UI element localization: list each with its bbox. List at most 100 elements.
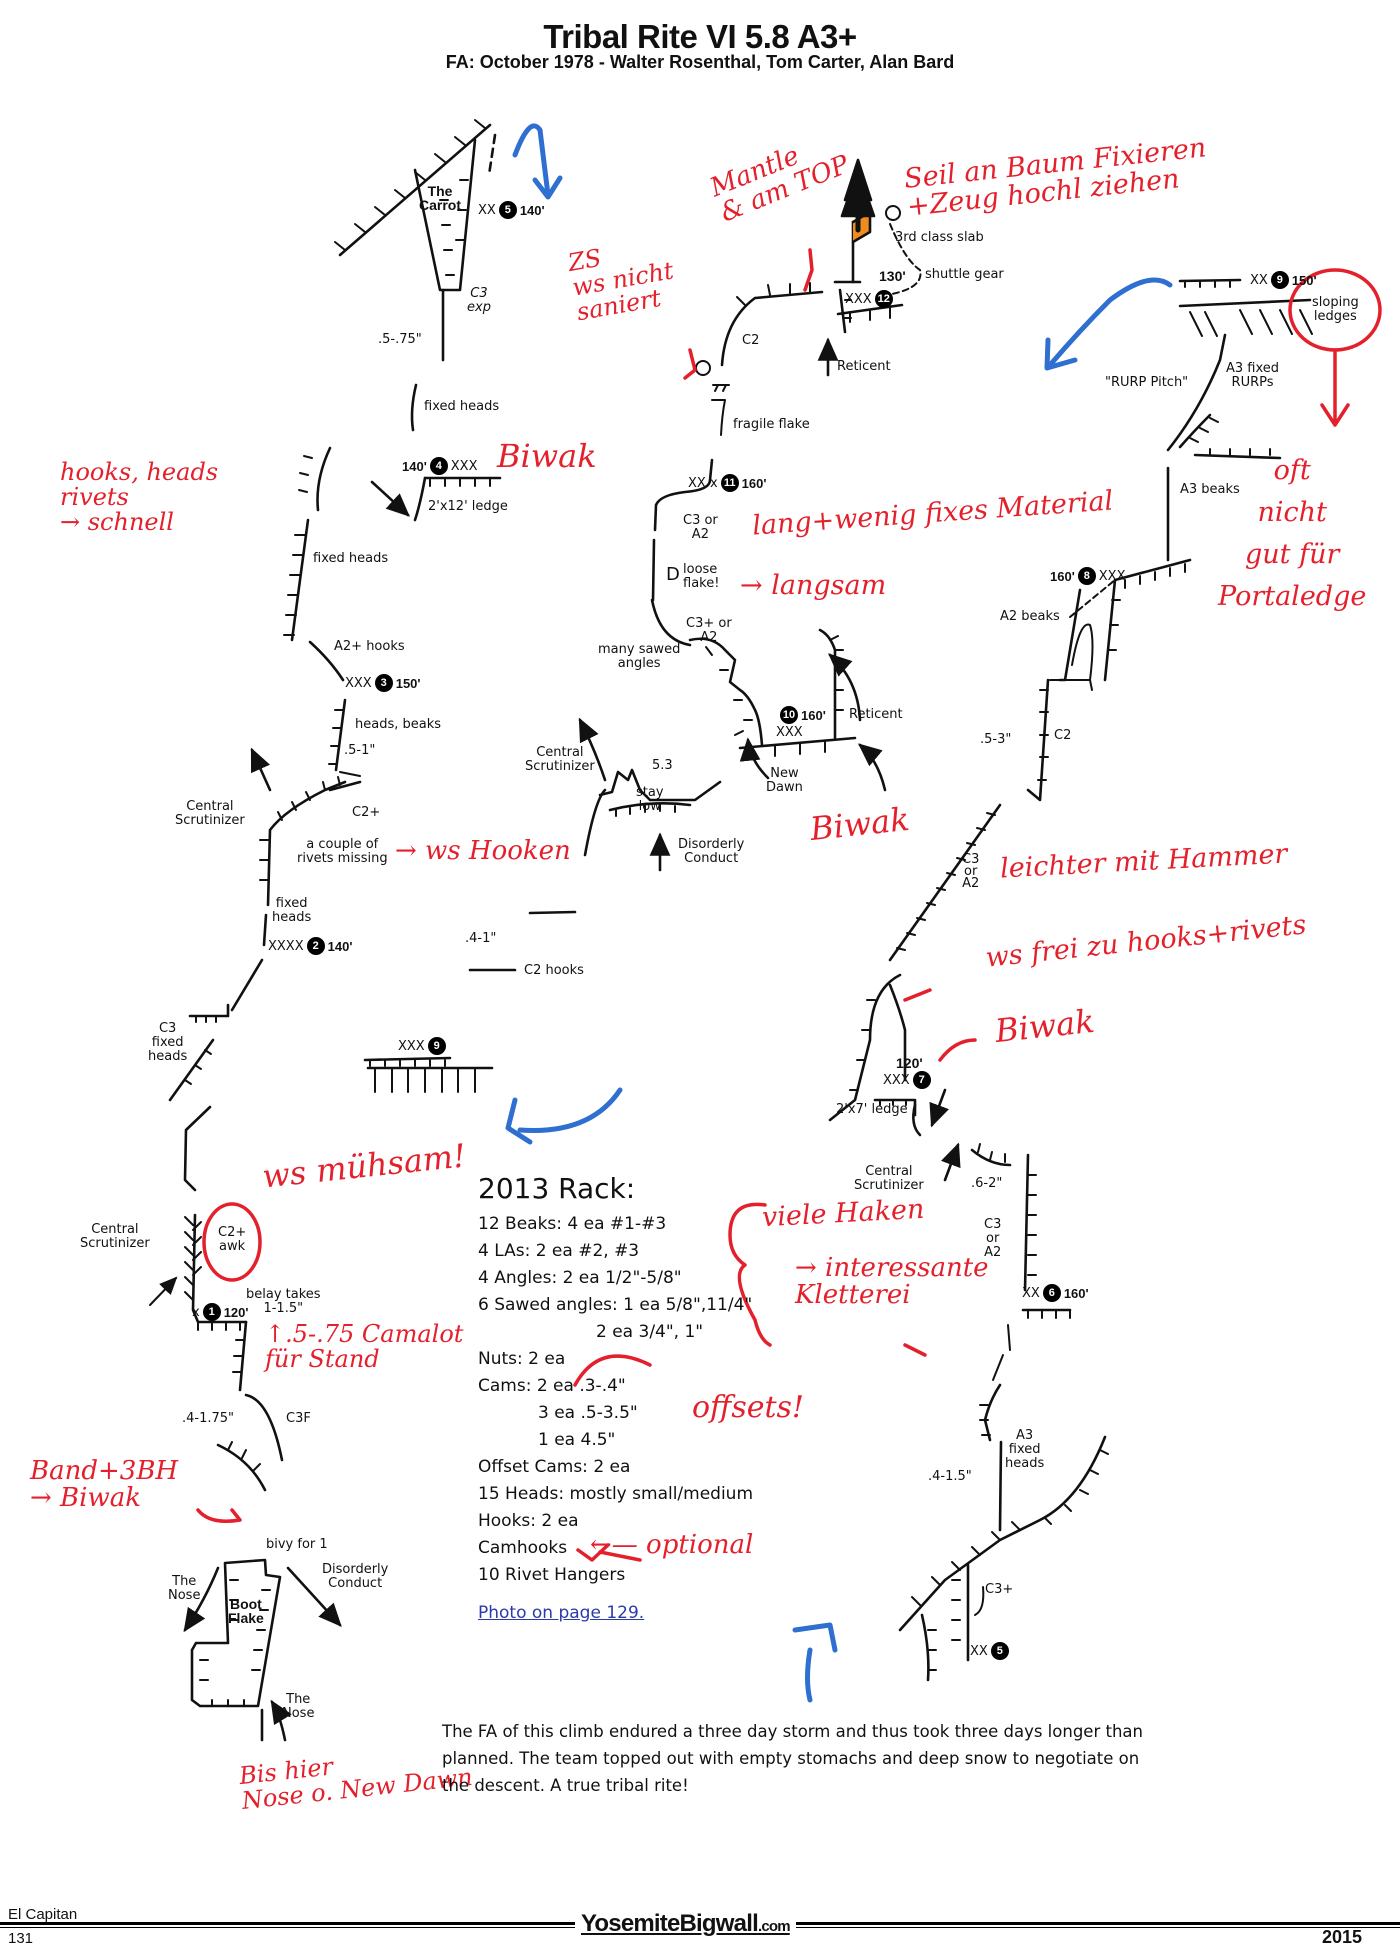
- label-shuttle-gear: shuttle gear: [925, 267, 1004, 282]
- label-disorderly-conduct: Disorderly Conduct: [678, 837, 745, 866]
- note-optional: ←— optional: [590, 1530, 754, 1560]
- route-story: The FA of this climb endured a three day…: [442, 1722, 1143, 1795]
- belay-5-right-lower: XX 5: [970, 1642, 1009, 1660]
- note-biwak: Biwak: [497, 437, 597, 475]
- page-title: Tribal Rite VI 5.8 A3+: [543, 18, 857, 55]
- rack-item: Nuts: 2 ea: [478, 1349, 566, 1369]
- label-c3-exp: C3 exp: [467, 286, 491, 315]
- rack-item: 2 ea 3/4", 1": [596, 1322, 704, 1342]
- rack-item: 3 ea .5-3.5": [538, 1403, 638, 1423]
- note-ws-hooken: → ws Hooken: [395, 836, 571, 866]
- belay-number-badge: 11: [720, 474, 739, 492]
- belay-number-badge: 4: [429, 457, 448, 475]
- belay-number-badge: 9: [427, 1037, 446, 1055]
- rack-item: Camhooks: [478, 1538, 568, 1558]
- label-belay-takes: belay takes 1-1.5": [246, 1287, 321, 1316]
- note-interessante: → interessante Kletterei: [795, 1253, 989, 1311]
- photo-page-link[interactable]: Photo on page 129.: [478, 1603, 645, 1623]
- belay-number-badge: 10: [780, 706, 798, 724]
- label-size: .5-3": [980, 732, 1012, 747]
- first-ascent-credits: FA: October 1978 - Walter Rosenthal, Tom…: [445, 52, 955, 72]
- label-new-dawn: New Dawn: [766, 766, 803, 795]
- belay-9-left: XXX 9: [398, 1037, 446, 1055]
- rack-item: Offset Cams: 2 ea: [478, 1457, 631, 1477]
- label-3rd-class-slab: 3rd class slab: [895, 230, 984, 245]
- label-grade: C2: [1054, 728, 1072, 743]
- label-c3-fixed-heads: C3 fixed heads: [148, 1021, 188, 1064]
- belay-7: XXX 7: [883, 1071, 931, 1089]
- rack-list: 2013 Rack: 12 Beaks: 4 ea #1-#3 4 LAs: 2…: [478, 1172, 753, 1623]
- label-central-scrutinizer: Central Scrutinizer: [854, 1164, 924, 1193]
- belay-number-badge: 1: [202, 1303, 221, 1321]
- label-stay-low: stay low: [636, 785, 664, 814]
- label-couple-rivets: a couple of rivets missing: [297, 837, 388, 866]
- label-size: .4-1.75": [182, 1411, 235, 1426]
- label-reticent: Reticent: [837, 359, 891, 374]
- label-a3-fixed-heads: A3 fixed heads: [1005, 1428, 1045, 1471]
- belay-6: XX 6 160': [1022, 1284, 1089, 1302]
- label-the-carrot: The Carrot: [419, 183, 462, 213]
- belay-9-right: XX 9 150': [1250, 271, 1317, 289]
- belay-2: XXXX 2 140': [268, 937, 353, 955]
- label-sloping-ledges: sloping ledges: [1312, 295, 1359, 324]
- belay-12-length: 130': [879, 268, 906, 284]
- label-c2-hooks: C2 hooks: [524, 963, 584, 978]
- label-size: .4-1.5": [928, 1469, 972, 1484]
- belay-11: XX x 11 160': [688, 474, 767, 492]
- rack-title: 2013 Rack:: [478, 1172, 636, 1205]
- label-size: .5-1": [344, 743, 376, 758]
- label-size: .5-.75": [378, 332, 422, 347]
- belay-3: XXX 3 150': [345, 674, 421, 692]
- label-grade: C2+: [352, 805, 381, 820]
- label-grade: C2: [742, 333, 760, 348]
- rack-item: 4 LAs: 2 ea #2, #3: [478, 1241, 640, 1261]
- label-the-nose: The Nose: [282, 1692, 315, 1721]
- belay-number-badge: 2: [306, 937, 325, 955]
- label-fixed-heads: fixed heads: [272, 896, 312, 925]
- label-ledge: 2'x12' ledge: [428, 499, 508, 514]
- footer-page-number: 131: [8, 1930, 34, 1947]
- belay-number-badge: 7: [912, 1071, 931, 1089]
- note-langsam: → langsam: [740, 570, 887, 601]
- note-hooks-heads: hooks, heads rivets → schnell: [60, 458, 219, 537]
- note-camalot: ↑.5-.75 Camalot für Stand: [265, 1320, 464, 1374]
- belay-number-badge: 5: [498, 201, 517, 219]
- belay-number-badge: 5: [990, 1642, 1009, 1660]
- label-reticent: Reticent: [849, 707, 903, 722]
- belay-8: 160' 8 XXX: [1050, 567, 1126, 585]
- label-fixed-heads: fixed heads: [313, 551, 389, 566]
- belay-5: XX 5 140': [478, 201, 545, 219]
- belay-number-badge: 12: [874, 290, 893, 308]
- rack-item: 1 ea 4.5": [538, 1430, 616, 1450]
- note-band-3bh: Band+3BH → Biwak: [30, 1456, 179, 1514]
- loose-flake-icon: D: [666, 564, 680, 585]
- belay-number-badge: 8: [1077, 567, 1096, 585]
- footer-section: El Capitan: [8, 1906, 78, 1923]
- label-a2-beaks: A2 beaks: [1000, 609, 1060, 624]
- label-boot-flake: Boot Flake: [228, 1596, 264, 1626]
- footer-year: 2015: [1321, 1927, 1362, 1947]
- belay-10: 10 160': [780, 706, 826, 724]
- label-c3-or-a2: C3 or A2: [984, 1217, 1002, 1260]
- label-grade: C3F: [286, 1411, 311, 1426]
- label-the-nose: The Nose: [168, 1574, 201, 1603]
- rack-item: 6 Sawed angles: 1 ea 5/8",11/4": [478, 1295, 753, 1315]
- label-disorderly-conduct: Disorderly Conduct: [322, 1562, 389, 1591]
- label-ledge: 2'x7' ledge: [836, 1102, 908, 1117]
- label-c3-plus-or-a2: C3+ or A2: [686, 616, 732, 645]
- rack-item: 15 Heads: mostly small/medium: [478, 1484, 754, 1504]
- note-oft-nicht: oft nicht gut für Portaledge: [1218, 455, 1367, 612]
- label-c3-or-a2: C3 or A2: [962, 852, 980, 891]
- label-size: .6-2": [971, 1176, 1003, 1191]
- label-fragile-flake: fragile flake: [733, 417, 810, 432]
- label-size: .4-1": [465, 931, 497, 946]
- label-central-scrutinizer: Central Scrutinizer: [175, 799, 245, 828]
- rack-item: 10 Rivet Hangers: [478, 1565, 626, 1585]
- belay-number-badge: 9: [1270, 271, 1289, 289]
- footer-brand: YosemiteBigwall.com: [575, 1910, 796, 1938]
- label-a2-hooks: A2+ hooks: [334, 639, 405, 654]
- belay-number-badge: 3: [374, 674, 393, 692]
- label-rurp-pitch: "RURP Pitch": [1105, 375, 1189, 390]
- rack-item: 12 Beaks: 4 ea #1-#3: [478, 1214, 667, 1234]
